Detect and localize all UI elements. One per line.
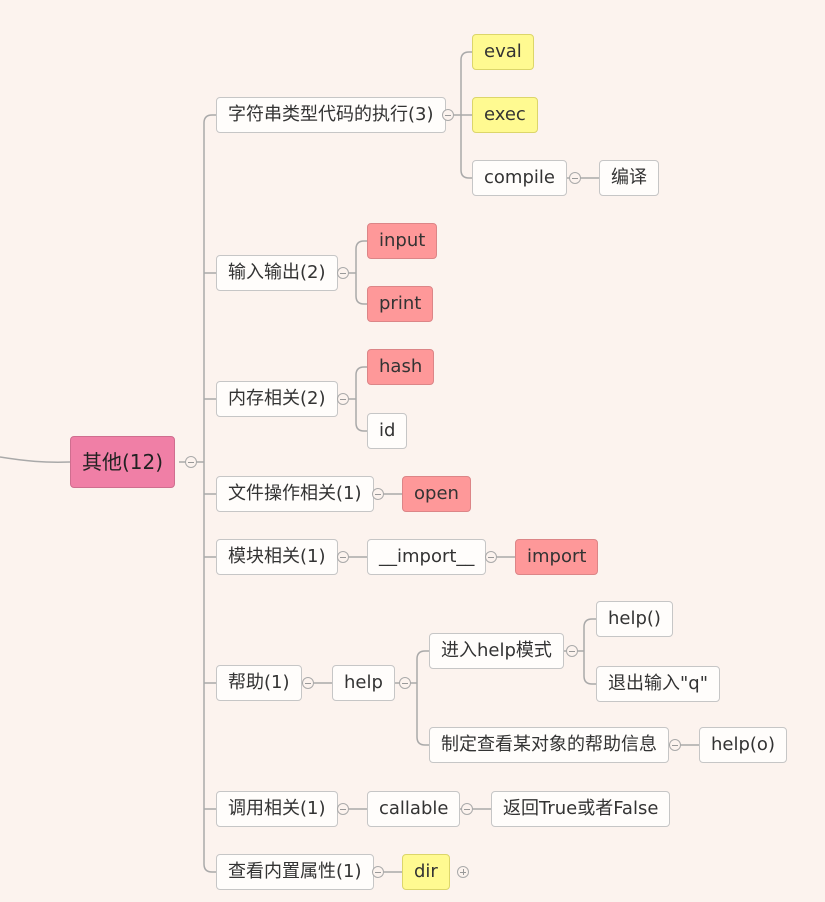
collapse-icon[interactable] bbox=[337, 393, 349, 405]
collapse-icon[interactable] bbox=[566, 645, 578, 657]
node-hash[interactable]: hash bbox=[367, 349, 435, 385]
root-node[interactable]: 其他(12) bbox=[70, 436, 176, 488]
node-enter-help-mode[interactable]: 进入help模式 bbox=[429, 633, 564, 669]
expand-icon[interactable] bbox=[457, 866, 469, 878]
branch-memory[interactable]: 内存相关(2) bbox=[216, 381, 338, 417]
node-exit-input[interactable]: 退出输入"q" bbox=[596, 666, 720, 702]
branch-file[interactable]: 文件操作相关(1) bbox=[216, 476, 374, 512]
node-print[interactable]: print bbox=[367, 286, 434, 322]
collapse-icon[interactable] bbox=[337, 803, 349, 815]
node-id[interactable]: id bbox=[367, 413, 408, 449]
collapse-icon[interactable] bbox=[337, 267, 349, 279]
collapse-icon[interactable] bbox=[337, 551, 349, 563]
node-open[interactable]: open bbox=[402, 476, 471, 512]
node-specific-help[interactable]: 制定查看某对象的帮助信息 bbox=[429, 727, 669, 763]
node-dir[interactable]: dir bbox=[402, 854, 450, 890]
node-help-call[interactable]: help() bbox=[596, 601, 673, 637]
branch-help[interactable]: 帮助(1) bbox=[216, 665, 302, 701]
collapse-icon[interactable] bbox=[485, 551, 497, 563]
node-compile[interactable]: compile bbox=[472, 160, 567, 196]
collapse-icon[interactable] bbox=[569, 172, 581, 184]
node-import-kw[interactable]: import bbox=[515, 539, 599, 575]
collapse-icon[interactable] bbox=[669, 739, 681, 751]
collapse-icon[interactable] bbox=[461, 803, 473, 815]
collapse-icon[interactable] bbox=[372, 488, 384, 500]
branch-module[interactable]: 模块相关(1) bbox=[216, 539, 338, 575]
node-compile-note[interactable]: 编译 bbox=[599, 160, 659, 196]
collapse-icon[interactable] bbox=[442, 109, 454, 121]
node-exec[interactable]: exec bbox=[472, 97, 538, 133]
node-help-obj[interactable]: help(o) bbox=[699, 727, 787, 763]
collapse-icon[interactable] bbox=[372, 866, 384, 878]
node-callable-returns[interactable]: 返回True或者False bbox=[491, 791, 671, 827]
node-import-func[interactable]: __import__ bbox=[367, 539, 487, 575]
branch-call[interactable]: 调用相关(1) bbox=[216, 791, 338, 827]
collapse-icon[interactable] bbox=[302, 677, 314, 689]
branch-string-exec[interactable]: 字符串类型代码的执行(3) bbox=[216, 97, 446, 133]
collapse-icon[interactable] bbox=[399, 677, 411, 689]
branch-attrs[interactable]: 查看内置属性(1) bbox=[216, 854, 374, 890]
branch-io[interactable]: 输入输出(2) bbox=[216, 255, 338, 291]
node-help[interactable]: help bbox=[332, 665, 395, 701]
node-input[interactable]: input bbox=[367, 223, 438, 259]
node-eval[interactable]: eval bbox=[472, 34, 534, 70]
collapse-icon[interactable] bbox=[185, 456, 197, 468]
node-callable[interactable]: callable bbox=[367, 791, 461, 827]
